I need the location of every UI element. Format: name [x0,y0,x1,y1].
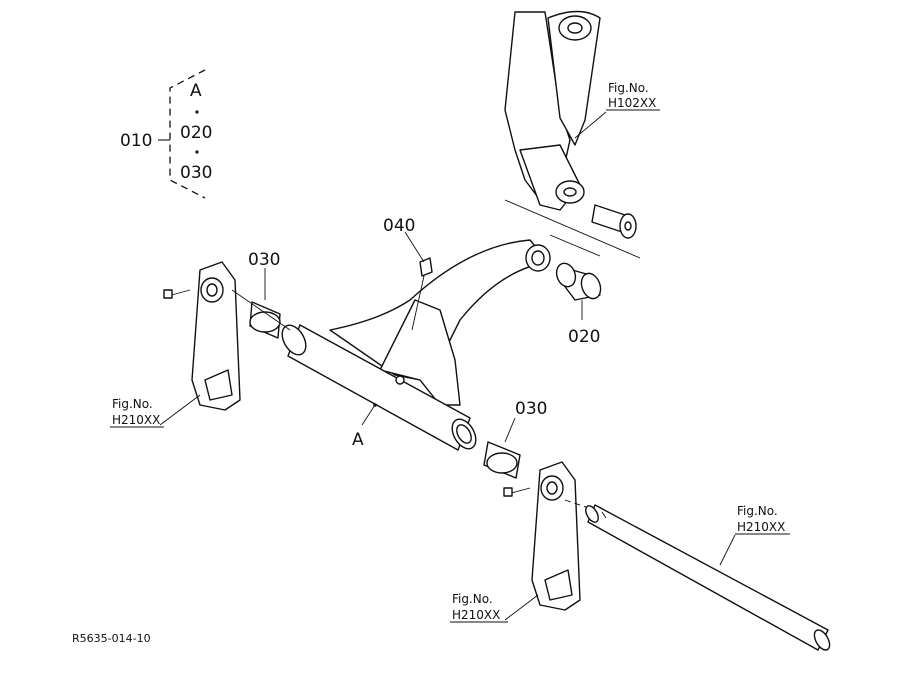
leader-part-a [361,404,376,426]
fig-ref-top-right-number: H102XX [608,96,656,110]
group-bracket [158,69,206,199]
callout-part-a: A [352,430,364,450]
leader-040 [404,231,425,263]
group-item-020: 020 [180,123,212,143]
bushing-030-right [483,441,521,479]
callout-030-left: 030 [248,250,280,270]
callout-030-right: 030 [515,399,547,419]
group-item-030: 030 [180,163,212,183]
fig-ref-top-right-label: Fig.No. [608,81,649,95]
leader-fig-bottom-right [719,534,736,566]
drawing-code: R5635-014-10 [72,632,151,645]
fig-ref-bottom-right-label: Fig.No. [737,504,778,518]
group-parent-ref: 010 [120,131,152,151]
upper-arm-assembly [504,10,641,259]
leader-fig-bottom-center [504,594,539,621]
fig-ref-left-label: Fig.No. [112,397,153,411]
group-item-a: A [190,81,202,101]
bushing-020 [555,262,602,301]
leader-fig-left [159,394,201,426]
leader-030-right [504,417,516,443]
grease-nipple-040 [411,257,433,331]
fig-ref-bottom-center-label: Fig.No. [452,592,493,606]
callout-020: 020 [568,327,600,347]
fig-ref-bottom-right-number: H210XX [737,520,785,534]
fig-ref-left-number: H210XX [112,413,160,427]
right-bracket [503,461,581,611]
fig-ref-bottom-center-number: H210XX [452,608,500,622]
callout-040: 040 [383,216,415,236]
long-shaft [564,499,831,651]
leader-fig-top-right [574,111,607,139]
bushing-030-left [249,301,281,339]
left-bracket [163,261,291,411]
yoke-part-a [281,239,551,451]
